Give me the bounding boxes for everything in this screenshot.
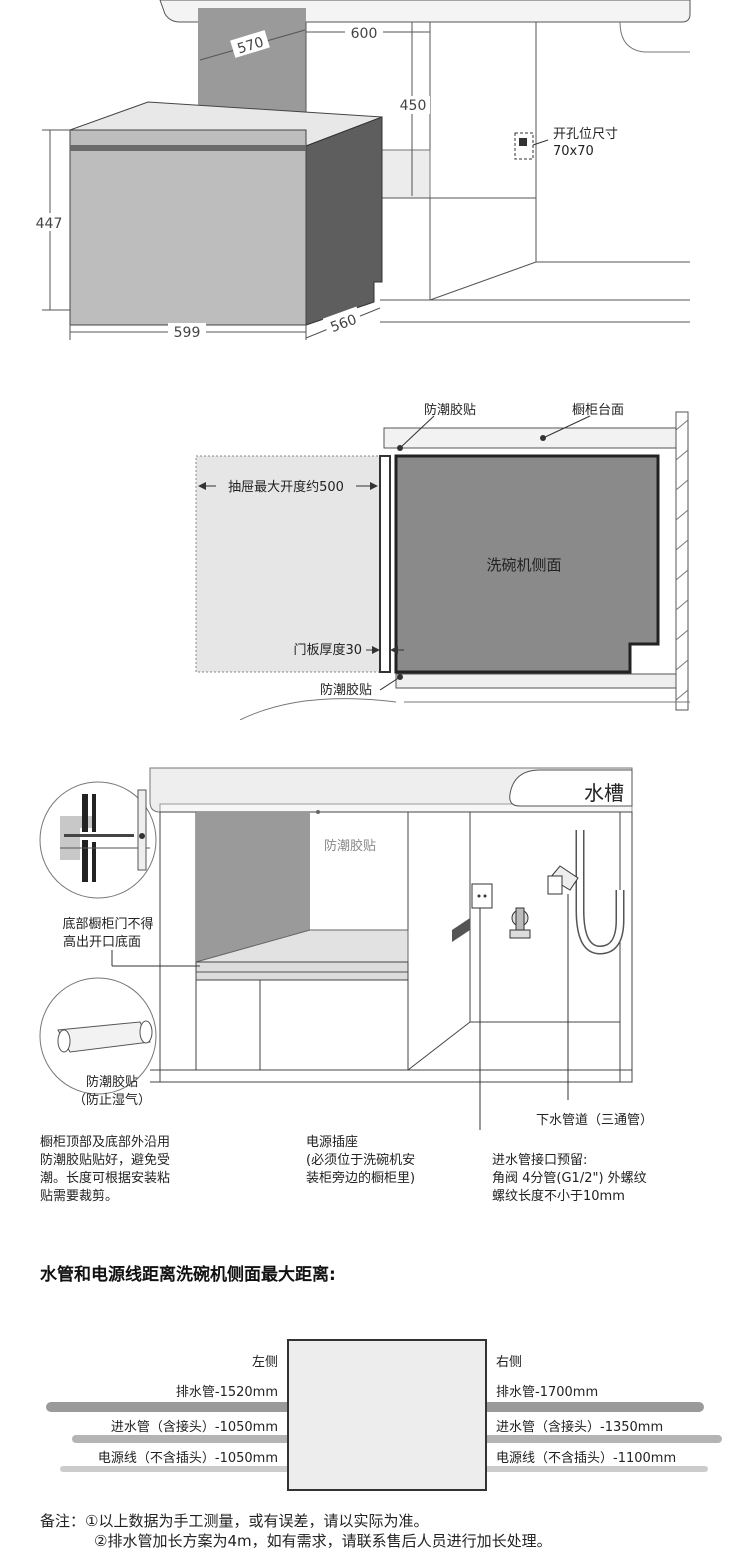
socket-note-3: 装柜旁边的橱柜里) — [306, 1170, 415, 1186]
left-drain: 排水管-1520mm — [176, 1385, 278, 1400]
door-panel — [379, 455, 391, 673]
socket-note-2: (必须位于洗碗机安 — [306, 1152, 415, 1168]
socket-note-1: 电源插座 — [306, 1135, 358, 1150]
note-line-2: ②排水管加长方案为4m，如有需求，请联系售后人员进行加长处理。 — [94, 1532, 552, 1550]
dishwasher-box — [287, 1339, 487, 1491]
dishwasher-side-panel — [394, 454, 660, 674]
tape-note-2: 防潮胶贴贴好，避免受 — [40, 1152, 170, 1168]
cabinet-shelf — [379, 149, 431, 199]
right-title: 右侧 — [496, 1355, 522, 1370]
tape-note-4: 贴需要裁剪。 — [40, 1188, 118, 1204]
wall — [675, 411, 689, 711]
countertop — [383, 427, 677, 449]
distance-diagram: 左侧 排水管-1520mm 进水管（含接头）-1050mm 电源线（不含插头）-… — [46, 1339, 722, 1491]
drain-label: 下水管道（三通管） — [536, 1113, 653, 1128]
tape-note-1: 橱柜顶部及底部外沿用 — [40, 1134, 170, 1150]
installation-diagram: 水槽 防潮胶贴 底部橱柜门不得 — [39, 767, 653, 1204]
tape-roll-illustration — [39, 977, 157, 1095]
dim-450: 450 — [400, 98, 427, 114]
note-line-1: 备注：①以上数据为手工测量，或有误差，请以实际为准。 — [40, 1512, 429, 1530]
inlet-note-3: 螺纹长度不小于10mm — [492, 1188, 625, 1204]
dishwasher-side — [305, 116, 383, 326]
right-inlet: 进水管（含接头）-1350mm — [496, 1419, 663, 1435]
right-drain: 排水管-1700mm — [496, 1385, 598, 1400]
label-tape-roll-1: 防潮胶贴 — [86, 1074, 138, 1090]
dim-600: 600 — [351, 26, 378, 42]
label-dishwasher-side: 洗碗机侧面 — [486, 556, 561, 574]
label-door-thickness: 门板厚度30 — [293, 642, 362, 658]
cabinet-back-panel — [198, 8, 306, 118]
label-countertop: 橱柜台面 — [572, 403, 624, 418]
detail-circle-door — [39, 781, 157, 899]
label-door-note-2: 高出开口底面 — [63, 934, 141, 950]
power-socket — [471, 883, 493, 909]
distance-heading: 水管和电源线距离洗碗机侧面最大距离: — [40, 1265, 336, 1285]
label-moisture-tape-top: 防潮胶贴 — [424, 402, 476, 418]
inlet-note-2: 角阀 4分管(G1/2") 外螺纹 — [492, 1171, 647, 1186]
tape-note-3: 潮。长度可根据安装粘 — [40, 1170, 170, 1186]
opening-base — [195, 961, 409, 981]
label-drawer-open: 抽屉最大开度约500 — [228, 479, 344, 495]
label-sink: 水槽 — [584, 781, 624, 805]
hole-marker — [514, 132, 534, 160]
dimension-diagram: 开孔位尺寸 70x70 570 600 450 447 599 560 — [30, 0, 691, 341]
inlet-note-1: 进水管接口预留: — [492, 1152, 587, 1168]
label-tape-roll-2: （防止湿气） — [73, 1092, 151, 1108]
hole-label-1: 开孔位尺寸 — [553, 127, 618, 142]
label-door-note-1: 底部橱柜门不得 — [62, 916, 153, 932]
hole-label-2: 70x70 — [553, 144, 594, 159]
dim-447: 447 — [36, 216, 63, 232]
sink — [509, 769, 633, 807]
left-power: 电源线（不含插头）-1050mm — [98, 1450, 278, 1466]
label-moisture-tape-3: 防潮胶贴 — [324, 838, 376, 854]
label-moisture-tape-bottom: 防潮胶贴 — [320, 682, 372, 698]
left-inlet: 进水管（含接头）-1050mm — [111, 1419, 278, 1435]
inlet-valve — [509, 907, 531, 939]
dim-570: 570 — [235, 34, 265, 57]
dishwasher-front — [69, 129, 307, 326]
right-power: 电源线（不含插头）-1100mm — [496, 1450, 676, 1466]
side-view-diagram: 防潮胶贴 橱柜台面 抽屉最大开度约500 洗碗机侧面 门板厚度30 防潮胶贴 — [195, 402, 690, 720]
dim-599: 599 — [174, 325, 201, 341]
left-title: 左侧 — [252, 1355, 278, 1370]
